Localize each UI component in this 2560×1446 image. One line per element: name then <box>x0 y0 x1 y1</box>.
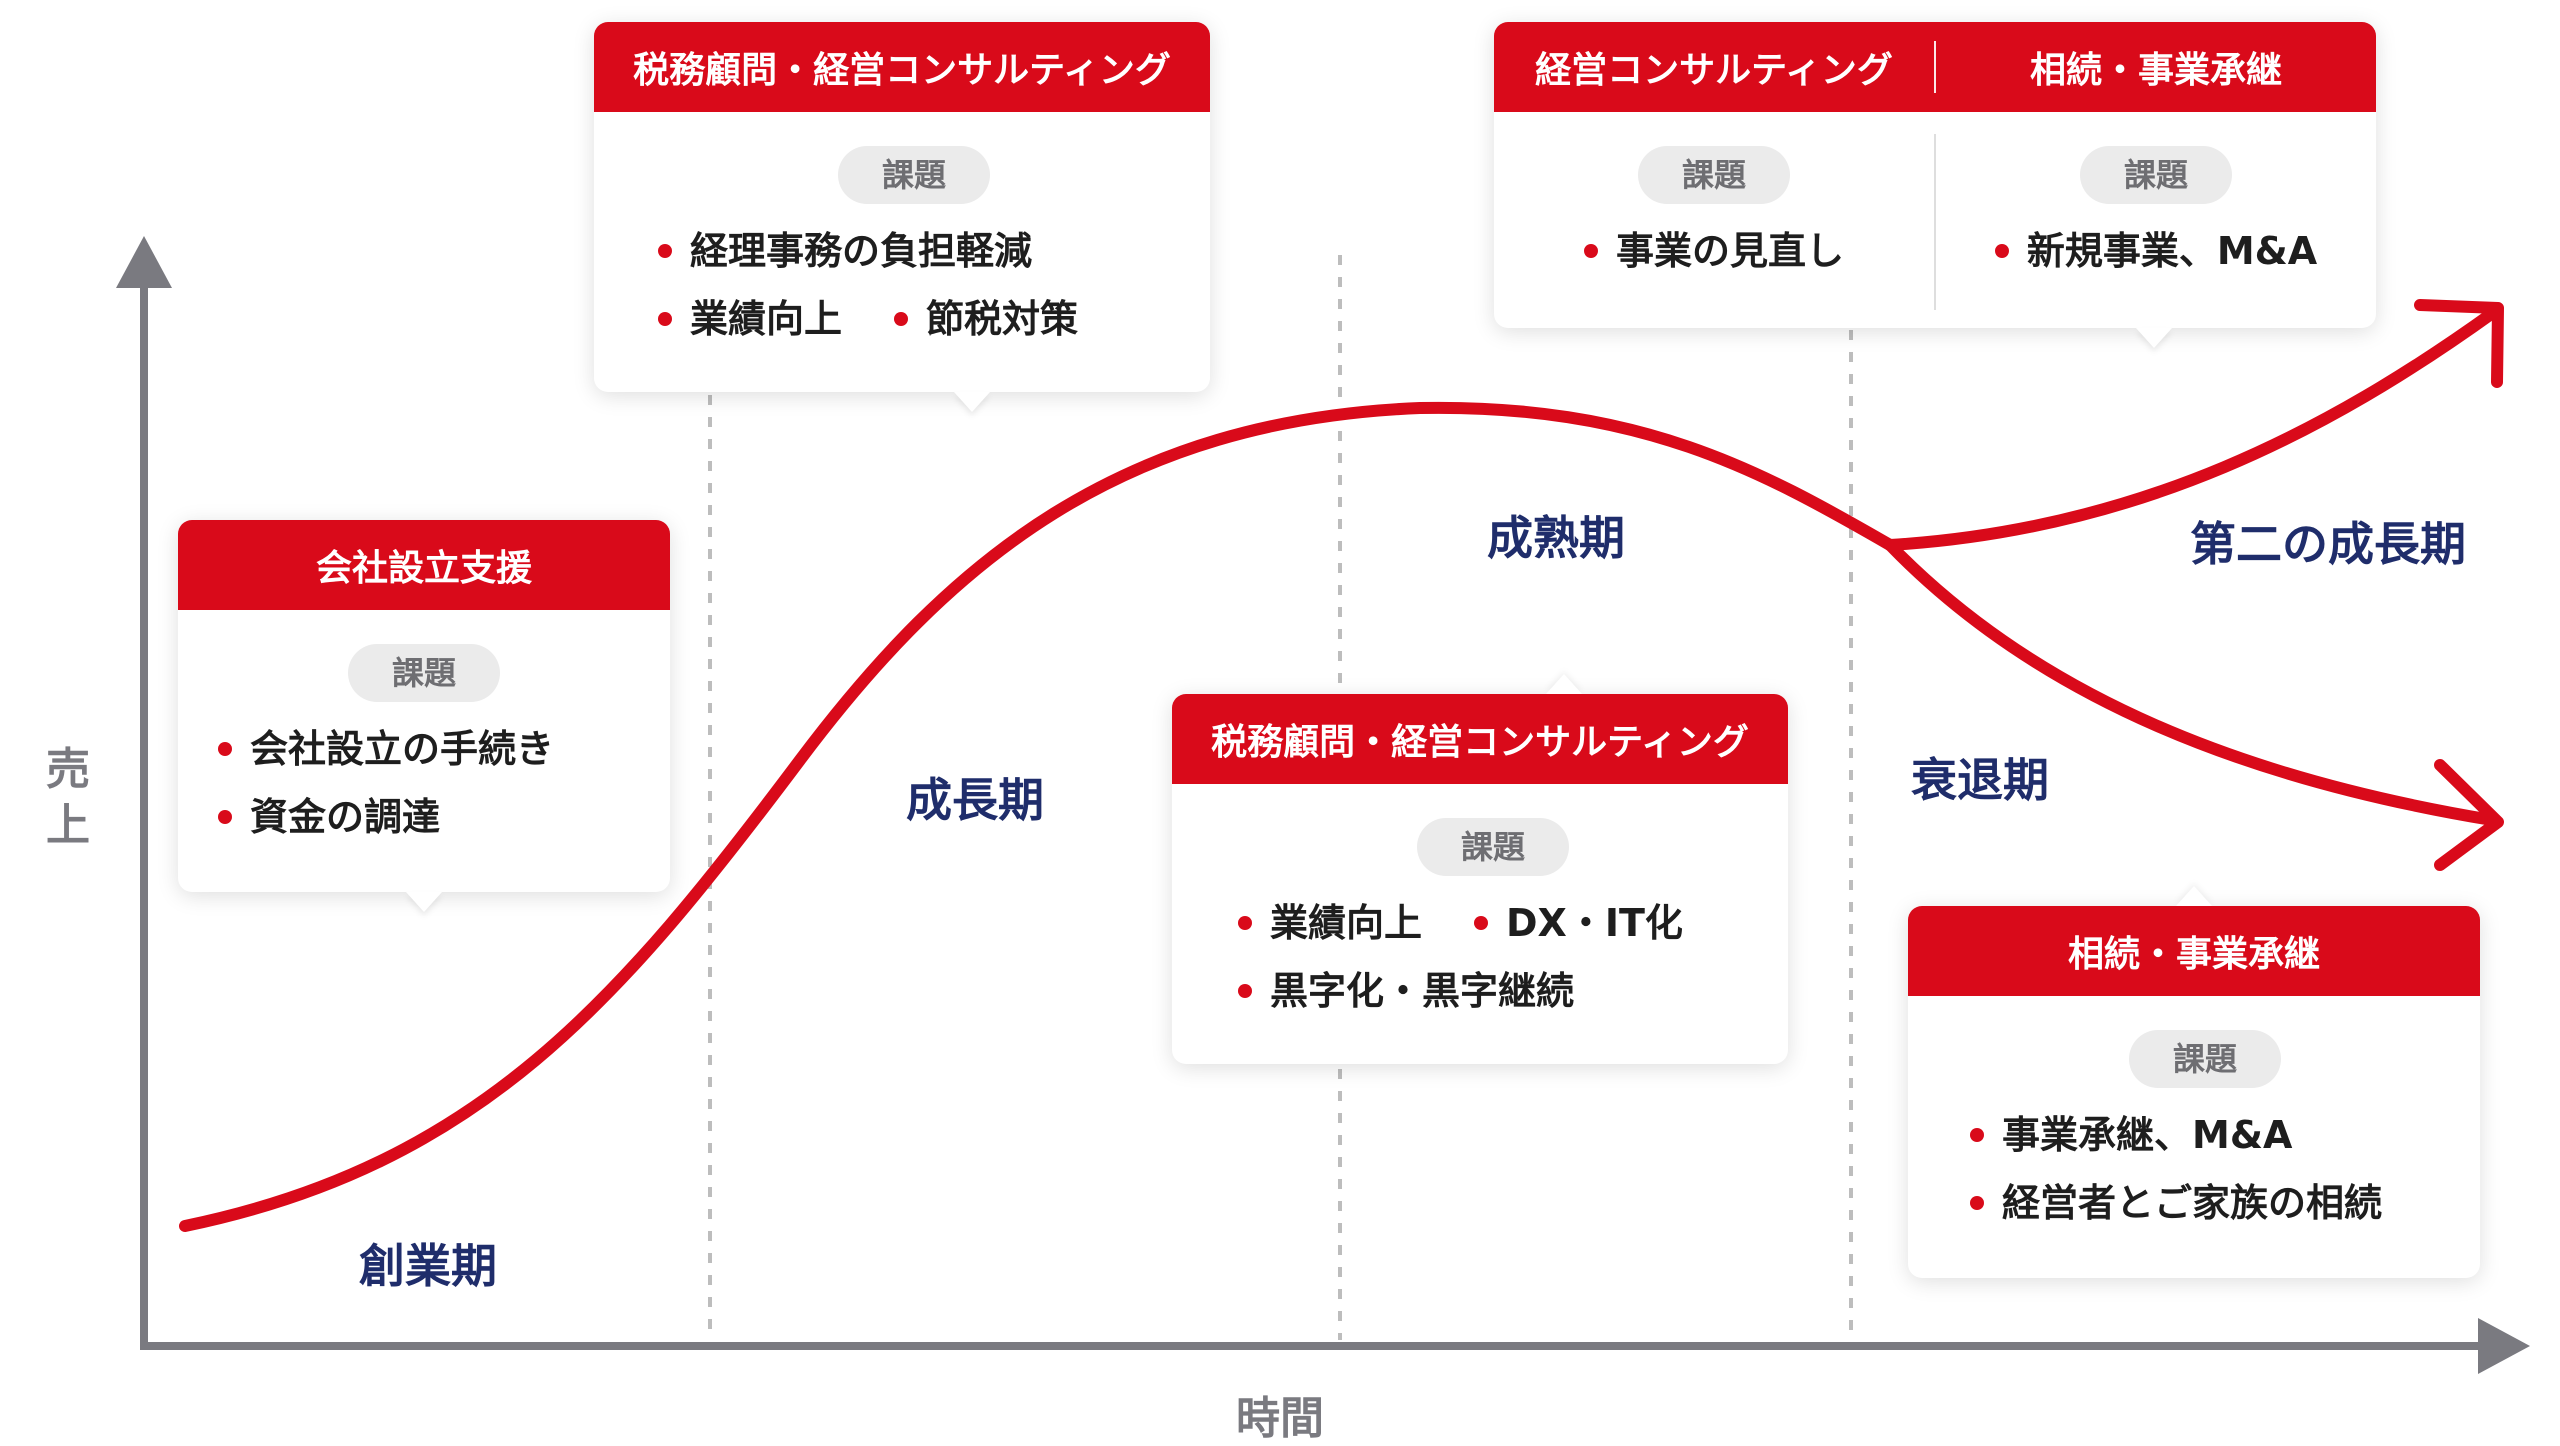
stage-founding-label: 創業期 <box>359 1239 497 1293</box>
card-second-growth-left-column: 課題 事業の見直し <box>1494 112 1934 292</box>
issue-item: 業績向上 <box>1238 898 1422 948</box>
card-maturity: 税務顧問・経営コンサルティング 課題 業績向上 DX・IT化 黒字化・黒字継続 <box>1172 674 1788 1064</box>
card-second-growth-title-left: 経営コンサルティング <box>1535 50 1893 91</box>
card-pointer-icon <box>1546 674 1582 694</box>
issue-text: 経理事務の負担軽減 <box>690 229 1033 273</box>
issue-item: DX・IT化 <box>1474 898 1683 948</box>
card-founding: 会社設立支援 課題 会社設立の手続き 資金の調達 <box>178 520 670 912</box>
bullet-dot-icon <box>1474 916 1489 930</box>
card-decline-body: 課題 事業承継、M&A 経営者とご家族の相続 <box>1908 996 2480 1228</box>
issue-item: 新規事業、M&A <box>1994 226 2318 276</box>
stage-growth-label: 成長期 <box>906 773 1044 827</box>
x-axis-arrow-icon <box>2478 1318 2530 1374</box>
decline-curve <box>1884 539 2498 826</box>
issue-item: 会社設立の手続き <box>218 724 554 774</box>
issue-text: 新規事業、M&A <box>2026 229 2318 273</box>
issue-item: 経営者とご家族の相続 <box>1970 1178 2382 1228</box>
issues-badge: 課題 <box>1417 818 1569 876</box>
bullet-dot-icon <box>1583 244 1598 258</box>
bullet-dot-icon <box>658 244 672 258</box>
card-second-growth-title-right: 相続・事業承継 <box>2029 50 2282 91</box>
issue-item: 資金の調達 <box>218 792 440 842</box>
bullet-dot-icon <box>894 312 909 326</box>
card-maturity-body: 課題 業績向上 DX・IT化 黒字化・黒字継続 <box>1172 784 1788 1016</box>
card-growth-body: 課題 経理事務の負担軽減 業績向上 節税対策 <box>594 112 1210 344</box>
issue-text: 事業承継、M&A <box>2002 1113 2293 1157</box>
issue-text: 経営者とご家族の相続 <box>2002 1181 2383 1225</box>
card-pointer-icon <box>406 892 442 912</box>
issue-text: 事業の見直し <box>1615 229 1844 273</box>
bullet-dot-icon <box>1970 1128 1984 1142</box>
bullet-dot-icon <box>1994 244 2009 258</box>
bullet-dot-icon <box>658 312 672 326</box>
card-growth-title: 税務顧問・経営コンサルティング <box>594 22 1210 112</box>
issues-badge: 課題 <box>2129 1030 2281 1088</box>
card-pointer-icon <box>954 392 990 412</box>
bullet-dot-icon <box>1238 984 1252 998</box>
issues-badge: 課題 <box>838 146 990 204</box>
card-second-growth-right-column: 課題 新規事業、M&A <box>1936 112 2376 292</box>
issue-item: 事業承継、M&A <box>1970 1110 2292 1160</box>
card-second-growth-body: 課題 事業の見直し 課題 新規事業、M&A <box>1494 112 2376 310</box>
issue-item: 節税対策 <box>894 294 1078 344</box>
card-growth: 税務顧問・経営コンサルティング 課題 経理事務の負担軽減 業績向上 節税対策 <box>594 22 1210 412</box>
issue-text: 節税対策 <box>926 297 1079 341</box>
bullet-dot-icon <box>218 742 232 756</box>
card-second-growth: 経営コンサルティング 相続・事業承継 課題 事業の見直し 課題 新規事業、M&A <box>1494 22 2376 348</box>
y-axis-label: 売上 <box>46 744 90 851</box>
second-growth-arrowhead-icon <box>2414 299 2504 388</box>
issue-text: 業績向上 <box>690 297 843 341</box>
stage-dividers <box>708 255 1853 1340</box>
issue-text: 黒字化・黒字継続 <box>1270 969 1575 1013</box>
card-founding-body: 課題 会社設立の手続き 資金の調達 <box>178 610 670 842</box>
column-divider <box>1934 134 1936 310</box>
issue-text: 会社設立の手続き <box>250 727 555 771</box>
stage-decline-label: 衰退期 <box>1911 753 2049 807</box>
issue-text: 業績向上 <box>1270 901 1423 945</box>
bullet-dot-icon <box>1238 916 1252 930</box>
issue-item: 事業の見直し <box>1583 226 1844 276</box>
second-growth-curve <box>1884 306 2500 551</box>
issues-badge: 課題 <box>2080 146 2232 204</box>
card-founding-title: 会社設立支援 <box>178 520 670 610</box>
decline-arrowhead-icon <box>2434 759 2504 871</box>
header-divider <box>1934 41 1936 93</box>
stage-second-growth-label: 第二の成長期 <box>2190 517 2466 571</box>
bullet-dot-icon <box>1970 1196 1984 1210</box>
stage-maturity-label: 成熟期 <box>1487 511 1625 565</box>
issue-item: 経理事務の負担軽減 <box>658 226 1032 276</box>
issue-item: 黒字化・黒字継続 <box>1238 966 1574 1016</box>
issue-item: 業績向上 <box>658 294 842 344</box>
lifecycle-curve <box>179 401 1896 1232</box>
y-axis-arrow-icon <box>116 236 172 288</box>
card-pointer-icon <box>2136 328 2172 348</box>
issue-text: DX・IT化 <box>1506 901 1683 945</box>
axes <box>116 236 2530 1374</box>
card-decline: 相続・事業承継 課題 事業承継、M&A 経営者とご家族の相続 <box>1908 886 2480 1278</box>
card-maturity-title: 税務顧問・経営コンサルティング <box>1172 694 1788 784</box>
bullet-dot-icon <box>218 810 232 824</box>
issue-text: 資金の調達 <box>250 795 441 839</box>
x-axis-label: 時間 <box>1236 1393 1324 1444</box>
issues-badge: 課題 <box>1638 146 1790 204</box>
issues-badge: 課題 <box>348 644 500 702</box>
sales-curve <box>179 299 2504 1232</box>
card-second-growth-header: 経営コンサルティング 相続・事業承継 <box>1494 22 2376 112</box>
card-decline-title: 相続・事業承継 <box>1908 906 2480 996</box>
card-pointer-icon <box>2176 886 2212 906</box>
